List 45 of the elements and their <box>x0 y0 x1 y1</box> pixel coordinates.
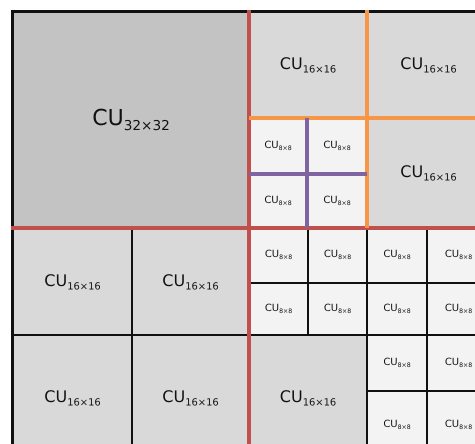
block-label: CU$_{16×16}$ <box>162 386 219 408</box>
block-label: CU$_{8×8}$ <box>383 249 411 262</box>
block-label: CU$_{8×8}$ <box>264 249 292 262</box>
block-label: CU$_{8×8}$ <box>444 419 472 432</box>
coding-unit-block <box>308 283 367 335</box>
block-label: CU$_{8×8}$ <box>323 140 351 152</box>
block-label: CU$_{32×32}$ <box>92 106 170 134</box>
coding-unit-block <box>427 228 475 283</box>
block-label: CU$_{16×16}$ <box>44 270 101 292</box>
coding-unit-block <box>367 391 427 444</box>
coding-unit-block <box>367 228 427 283</box>
coding-unit-block <box>13 335 132 444</box>
block-label: CU$_{8×8}$ <box>264 302 292 316</box>
coding-unit-block <box>132 335 249 444</box>
block-label: CU$_{8×8}$ <box>444 356 472 370</box>
coding-unit-block <box>427 283 475 335</box>
block-label: CU$_{16×16}$ <box>400 162 457 184</box>
block-label: CU$_{8×8}$ <box>323 194 351 208</box>
block-label: CU$_{8×8}$ <box>264 140 292 152</box>
coding-unit-block <box>308 228 367 283</box>
block-label: CU$_{8×8}$ <box>324 249 352 262</box>
coding-unit-block <box>249 228 308 283</box>
coding-unit-block <box>249 335 367 444</box>
coding-unit-block <box>249 12 367 118</box>
block-label: CU$_{16×16}$ <box>280 54 336 76</box>
coding-unit-block <box>13 12 249 228</box>
block-label: CU$_{16×16}$ <box>280 386 336 408</box>
block-label: CU$_{16×16}$ <box>162 270 219 292</box>
coding-unit-block <box>367 283 427 335</box>
coding-unit-block <box>249 283 308 335</box>
coding-unit-block <box>13 228 132 335</box>
block-label: CU$_{8×8}$ <box>444 249 472 262</box>
block-label: CU$_{8×8}$ <box>383 356 411 370</box>
block-label: CU$_{8×8}$ <box>324 302 352 316</box>
block-label: CU$_{8×8}$ <box>383 302 411 316</box>
coding-unit-block <box>367 12 475 118</box>
coding-unit-block <box>367 118 475 228</box>
block-label: CU$_{16×16}$ <box>400 54 457 76</box>
block-label: CU$_{8×8}$ <box>383 419 411 432</box>
coding-unit-block <box>367 335 427 391</box>
coding-unit-block <box>132 228 249 335</box>
block-label: CU$_{8×8}$ <box>444 302 472 316</box>
block-label: CU$_{16×16}$ <box>44 386 101 408</box>
block-label: CU$_{8×8}$ <box>264 194 292 208</box>
coding-unit-block <box>427 335 475 391</box>
